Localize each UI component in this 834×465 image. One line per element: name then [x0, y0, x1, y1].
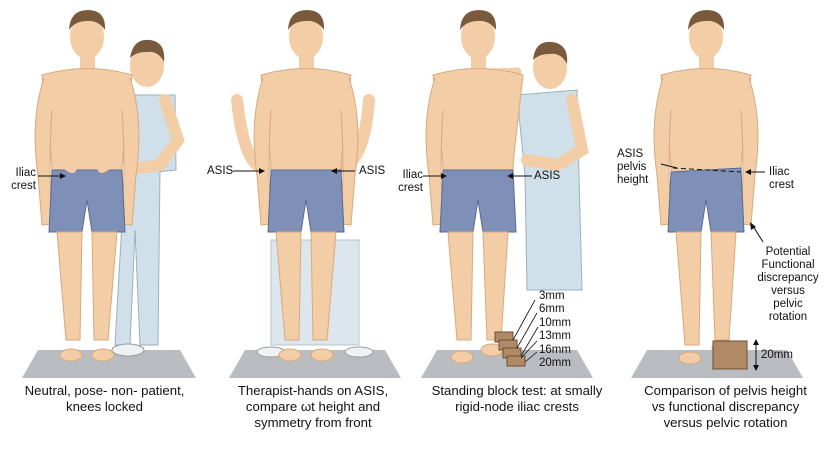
iliac-crest-label: Iliac crest [769, 166, 794, 191]
panel-3-caption: Standing block test: at smally rigid-nod… [431, 383, 603, 414]
panel-2-asis-palpation: ASIS ASIS Therapist-hands on ASIS, compa… [207, 0, 417, 465]
block-height-label: 10mm [539, 316, 571, 329]
asis-label: ASIS [534, 170, 561, 182]
lift-block [712, 340, 748, 370]
iliac-crest-label: Iliac crest [11, 167, 36, 192]
block-heights-list: 3mm 6mm 10mm 13mm 16mm 20mm [539, 290, 571, 370]
functional-discrepancy-annotation: Potential Functional discrepancy versus … [757, 246, 819, 323]
patient-figure [34, 10, 140, 362]
patient-figure [253, 10, 359, 362]
wooden-blocks-stack [494, 299, 539, 367]
pelvis-height-dashed-line [672, 167, 742, 173]
panel-1-neutral-stance: Iliac crest Neutral, pose- non- patient,… [0, 0, 209, 465]
asis-pelvis-height-label: ASIS pelvis height [617, 148, 649, 186]
panel-4-caption: Comparison of pelvis height vs functiona… [644, 383, 807, 430]
block-height-label: 20mm [761, 349, 793, 361]
block-height-label: 20mm [539, 357, 571, 370]
block-height-label: 6mm [539, 303, 565, 316]
panel-2-illustration [229, 10, 401, 378]
asis-pelvis-pointer [660, 163, 678, 169]
asis-right-label: ASIS [359, 165, 386, 177]
panel-4-pelvis-height-comparison: ASIS pelvis height Iliac crest Potential… [617, 0, 834, 465]
panel-1-illustration [22, 10, 196, 378]
patient-figure [425, 10, 524, 364]
iliac-crest-label: Iliac crest [398, 169, 423, 194]
panel-3-illustration [421, 10, 593, 378]
panel-2-caption: Therapist-hands on ASIS, compare ωt heig… [237, 383, 389, 430]
asis-left-label: ASIS [207, 165, 234, 177]
block-height-label: 16mm [539, 343, 571, 356]
panel-3-standing-block-test: Iliac crest ASIS 3mm 6mm 10mm 13mm 16mm … [398, 0, 617, 465]
block-height-label: 13mm [539, 330, 571, 343]
panel-1-caption: Neutral, pose- non- patient, knees locke… [24, 383, 185, 414]
panel-4-illustration [631, 10, 803, 378]
patient-figure [653, 10, 759, 365]
block-height-label: 3mm [539, 290, 565, 302]
annotation-pointer [752, 225, 764, 243]
